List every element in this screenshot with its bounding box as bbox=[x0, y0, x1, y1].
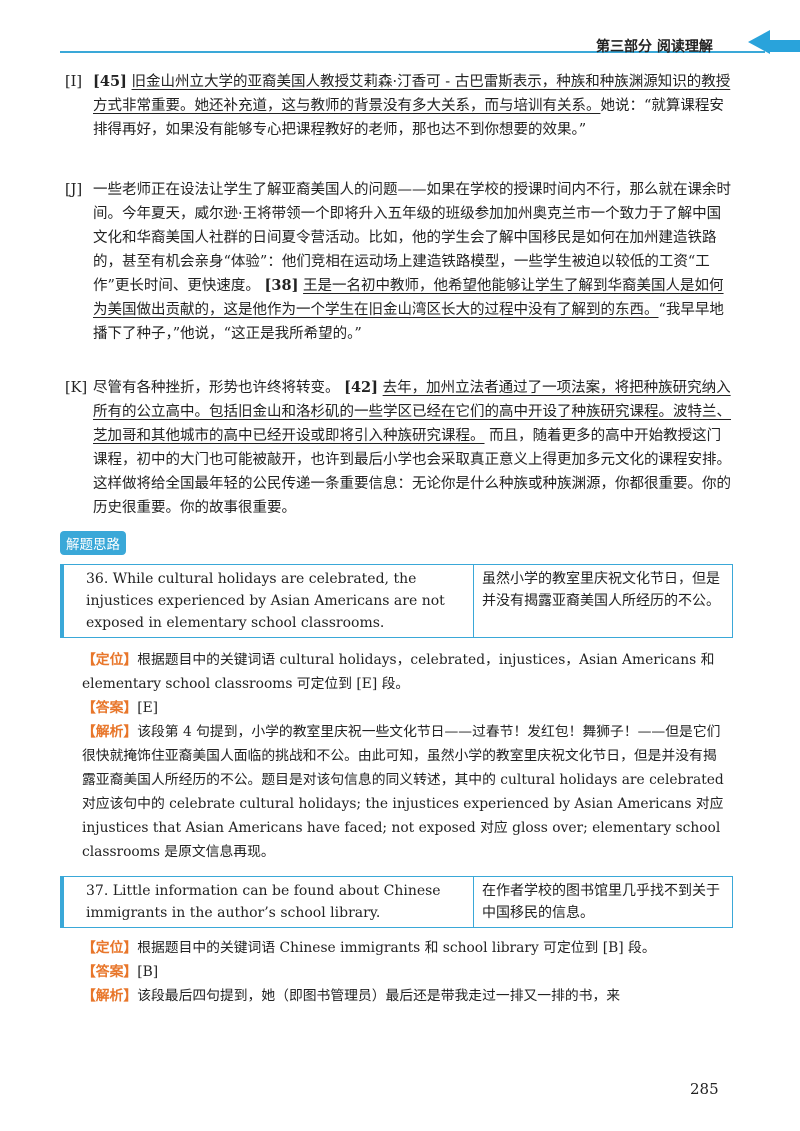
underlined-sentence: 王是一名初中教师，他希望他能够让学生了解到华裔美国人是如何为美国做出贡献的，这是… bbox=[93, 278, 724, 318]
locate-text: 根据题目中的关键词语 Chinese immigrants 和 school l… bbox=[137, 940, 656, 956]
question-english: 36. While cultural holidays are celebrat… bbox=[64, 565, 474, 637]
question-chinese: 虽然小学的教室里庆祝文化节日，但是并没有揭露亚裔美国人所经历的不公。 bbox=[482, 571, 720, 609]
paragraph-text: 而且，随着更多的高中开始教授这门课程，初中的大门也可能被敲开，也许到最后小学也会… bbox=[93, 428, 731, 516]
solution-heading: 解题思路 bbox=[60, 531, 126, 555]
paragraph-text: 一些老师正在设法让学生了解亚裔美国人的问题——如果在学校的授课时间内不行，那么就… bbox=[93, 182, 731, 294]
analysis-37: 【定位】根据题目中的关键词语 Chinese immigrants 和 scho… bbox=[60, 936, 728, 1008]
paragraph-text: “我早早地播下了种子，”他说，“这正是我所希望的。” bbox=[93, 302, 724, 342]
analysis-text: 该段第 4 句提到，小学的教室里庆祝一些文化节日——过春节！发红包！舞狮子！——… bbox=[82, 724, 724, 860]
paragraph-label: [K] bbox=[65, 380, 88, 396]
paragraph-i: [I] [45] 旧金山州立大学的亚裔美国人教授艾莉森·汀香可 - 古巴雷斯表示… bbox=[65, 70, 730, 170]
paragraph-text: 尽管有各种挫折，形势也许终将转变。 bbox=[93, 380, 340, 396]
locate-text: 根据题目中的关键词语 cultural holidays，celebrated，… bbox=[82, 652, 715, 692]
question-ref: [38] bbox=[264, 277, 299, 294]
question-chinese: 在作者学校的图书馆里几乎找不到关于中国移民的信息。 bbox=[482, 883, 720, 921]
question-ref: [45] bbox=[93, 73, 127, 90]
locate-key: 【定位】 bbox=[82, 652, 138, 668]
analysis-text: 该段最后四句提到，她（即图书管理员）最后还是带我走过一排又一排的书，来 bbox=[137, 988, 621, 1004]
locate-key: 【定位】 bbox=[82, 940, 138, 956]
page-header: 第三部分 阅读理解 bbox=[0, 0, 800, 80]
header-arrow-icon bbox=[748, 30, 770, 54]
answer-text: [B] bbox=[137, 964, 159, 980]
page-number: 285 bbox=[690, 1080, 719, 1098]
solution-tag: 解题思路 bbox=[60, 531, 126, 555]
question-box-36: 36. While cultural holidays are celebrat… bbox=[60, 564, 733, 638]
underlined-sentence: 去年，加州立法者通过了一项法案，将把种族研究纳入所有的公立高中。包括旧金山和洛杉… bbox=[93, 380, 731, 444]
section-title: 第三部分 阅读理解 bbox=[596, 39, 713, 55]
paragraph-label: [I] bbox=[65, 74, 83, 90]
paragraph-k: [K] 尽管有各种挫折，形势也许终将转变。 [42] 去年，加州立法者通过了一项… bbox=[65, 376, 731, 526]
paragraph-j: [J] 一些老师正在设法让学生了解亚裔美国人的问题——如果在学校的授课时间内不行… bbox=[65, 178, 731, 368]
paragraph-label: [J] bbox=[65, 182, 83, 198]
answer-key: 【答案】 bbox=[82, 700, 138, 716]
answer-key: 【答案】 bbox=[82, 964, 138, 980]
header-tab bbox=[770, 40, 800, 52]
paragraph-text: 她说：“就算课程安排得再好，如果没有能够专心把课程教好的老师，那也达不到你想要的… bbox=[93, 98, 724, 138]
header-rule bbox=[60, 51, 765, 53]
question-box-37: 37. Little information can be found abou… bbox=[60, 876, 733, 928]
analysis-key: 【解析】 bbox=[82, 724, 138, 740]
question-ref: [42] bbox=[344, 379, 379, 396]
analysis-36: 【定位】根据题目中的关键词语 cultural holidays，celebra… bbox=[60, 648, 728, 864]
question-english: 37. Little information can be found abou… bbox=[64, 877, 474, 927]
underlined-sentence: 旧金山州立大学的亚裔美国人教授艾莉森·汀香可 - 古巴雷斯表示，种族和种族渊源知… bbox=[93, 74, 731, 114]
answer-text: [E] bbox=[137, 700, 159, 716]
analysis-key: 【解析】 bbox=[82, 988, 138, 1004]
